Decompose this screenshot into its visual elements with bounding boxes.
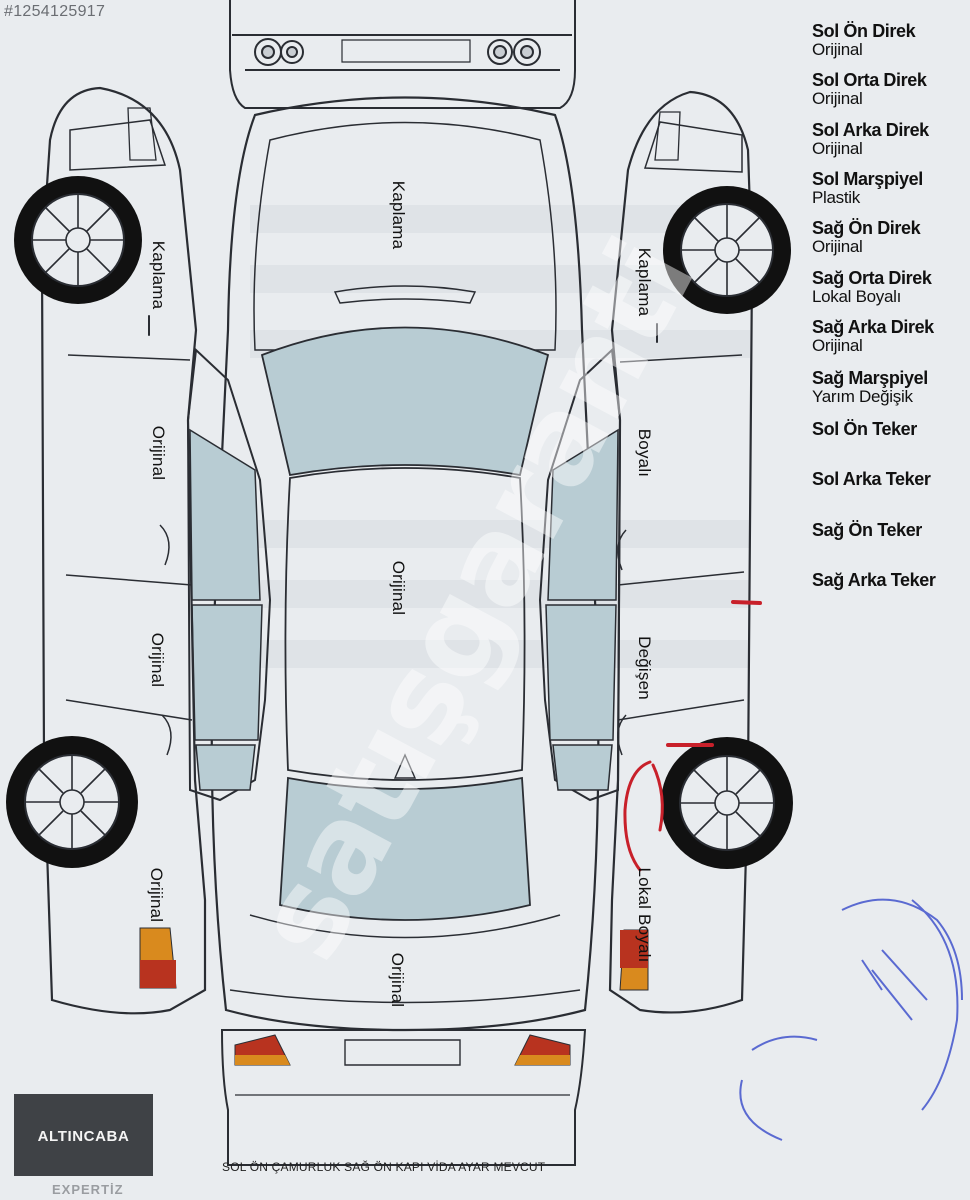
left-front-door-label: Orijinal xyxy=(149,425,168,481)
right-rear-fender-label: Lokal Boyalı xyxy=(635,867,654,963)
legend-label: Sağ Arka Teker xyxy=(812,570,936,590)
legend-value: Orijinal xyxy=(812,89,863,109)
legend-label: Sağ Marşpiyel xyxy=(812,368,928,388)
legend-item: Sol Arka Teker xyxy=(812,469,931,489)
legend-label: Sol Arka Direk xyxy=(812,120,929,140)
right-front-wheel xyxy=(663,186,791,314)
left-doors-open xyxy=(186,347,272,802)
legend-label: Sol Marşpiyel xyxy=(812,169,923,189)
legend-item: Sol Ön Teker xyxy=(812,419,917,439)
right-front-fender-label: Kaplama xyxy=(635,247,654,317)
left-rear-fender-label: Orijinal xyxy=(147,867,166,923)
trunk-label: Orijinal xyxy=(388,952,407,1008)
legend-label: Sağ Ön Teker xyxy=(812,520,922,540)
hood-label: Kaplama xyxy=(389,180,408,250)
legend-value: Yarım Değişik xyxy=(812,387,913,407)
car-body-top xyxy=(210,96,600,1032)
logo-badge: ALTINCABA xyxy=(14,1094,153,1176)
legend-label: Sol Arka Teker xyxy=(812,469,931,489)
right-rear-wheel xyxy=(661,737,793,869)
legend-label: Sağ Ön Direk xyxy=(812,218,921,238)
legend-label: Sol Ön Direk xyxy=(812,21,916,41)
company-stamp xyxy=(739,898,963,1141)
legend-label: Sağ Orta Direk xyxy=(812,268,932,288)
legend-value: Orijinal xyxy=(812,40,863,60)
logo: ALTINCABA xyxy=(37,1128,130,1145)
left-front-wheel xyxy=(14,176,142,304)
rear-bumper xyxy=(220,1029,587,1166)
footnote: SOL ÖN ÇAMURLUK SAĞ ÖN KAPI VİDA AYAR ME… xyxy=(222,1160,546,1174)
front-bumper xyxy=(229,0,576,109)
listing-id: #1254125917 xyxy=(4,3,106,20)
legend-item: Sağ Arka Teker xyxy=(812,570,936,590)
right-doors-open xyxy=(538,347,622,802)
left-rear-door-label: Orijinal xyxy=(148,632,167,688)
red-hand-marks xyxy=(148,315,762,872)
legend-value: Plastik xyxy=(812,188,860,208)
legend-label: Sol Orta Direk xyxy=(812,70,927,90)
legend-value: Orijinal xyxy=(812,237,863,257)
corner-text: EXPERTİZ xyxy=(52,1182,124,1197)
right-rear-door-label: Değişen xyxy=(635,636,654,700)
legend-item: Sağ Ön Teker xyxy=(812,520,922,540)
left-front-fender-label: Kaplama xyxy=(149,240,168,310)
legend-value: Orijinal xyxy=(812,139,863,159)
left-rear-wheel xyxy=(6,736,138,868)
left-side-profile xyxy=(40,86,207,1015)
legend-value: Orijinal xyxy=(812,336,863,356)
legend-label: Sol Ön Teker xyxy=(812,419,917,439)
right-side-profile xyxy=(608,90,754,1014)
roof-label: Orijinal xyxy=(389,560,408,616)
legend-label: Sağ Arka Direk xyxy=(812,317,934,337)
right-front-door-label: Boyalı xyxy=(635,428,654,478)
legend-value: Lokal Boyalı xyxy=(812,287,902,307)
